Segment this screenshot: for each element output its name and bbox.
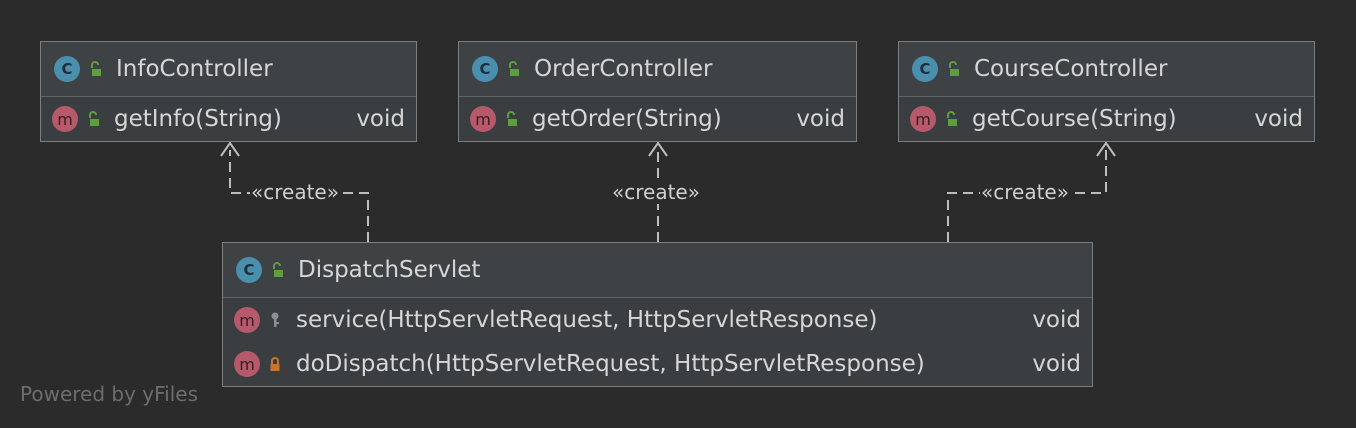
method-m-icon: m — [234, 307, 260, 333]
method-return-type: void — [796, 106, 845, 132]
method-name: getInfo(String) — [114, 106, 282, 132]
method-return-type: void — [1032, 351, 1081, 377]
edge-label-course: «create» — [980, 180, 1070, 204]
method-name: getOrder(String) — [532, 106, 722, 132]
method-m-icon: m — [52, 106, 78, 132]
open-lock-icon — [88, 61, 102, 77]
class-box-infocontroller[interactable]: C InfoController m getInfo(String) void — [40, 41, 417, 142]
open-lock-icon — [504, 111, 518, 127]
class-c-icon: C — [236, 257, 262, 283]
method-name: doDispatch(HttpServletRequest, HttpServl… — [296, 351, 925, 377]
method-row[interactable]: m getOrder(String) void — [459, 97, 856, 141]
method-name: service(HttpServletRequest, HttpServletR… — [296, 307, 878, 333]
edge-label-info: «create» — [250, 180, 340, 204]
class-box-dispatchservlet[interactable]: C DispatchServlet m service(HttpServletR… — [222, 242, 1093, 387]
method-row[interactable]: m getInfo(String) void — [41, 97, 416, 141]
method-m-icon: m — [470, 106, 496, 132]
class-c-icon: C — [472, 56, 498, 82]
open-lock-icon — [944, 111, 958, 127]
edge-label-order: «create» — [611, 180, 701, 204]
method-m-icon: m — [234, 351, 260, 377]
arrowhead-course — [1096, 141, 1116, 157]
class-box-ordercontroller[interactable]: C OrderController m getOrder(String) voi… — [458, 41, 857, 142]
class-header: C DispatchServlet — [223, 243, 1092, 298]
method-return-type: void — [1254, 106, 1303, 132]
method-m-icon: m — [910, 106, 936, 132]
open-lock-icon — [946, 61, 960, 77]
key-icon — [268, 312, 282, 328]
arrowhead-order — [648, 141, 668, 157]
class-header: C InfoController — [41, 42, 416, 97]
open-lock-icon — [506, 61, 520, 77]
class-name: CourseController — [974, 56, 1168, 82]
class-c-icon: C — [912, 56, 938, 82]
class-c-icon: C — [54, 56, 80, 82]
arrowhead-info — [220, 141, 240, 157]
method-name: getCourse(String) — [972, 106, 1177, 132]
open-lock-icon — [86, 111, 100, 127]
class-name: OrderController — [534, 56, 713, 82]
class-name: InfoController — [116, 56, 273, 82]
class-box-coursecontroller[interactable]: C CourseController m getCourse(String) v… — [898, 41, 1315, 142]
method-return-type: void — [356, 106, 405, 132]
method-row[interactable]: m service(HttpServletRequest, HttpServle… — [223, 298, 1092, 342]
class-header: C CourseController — [899, 42, 1314, 97]
method-row[interactable]: m doDispatch(HttpServletRequest, HttpSer… — [223, 342, 1092, 386]
class-name: DispatchServlet — [298, 257, 481, 283]
powered-by-footer: Powered by yFiles — [20, 382, 198, 406]
method-return-type: void — [1032, 307, 1081, 333]
closed-lock-icon — [268, 356, 282, 372]
open-lock-icon — [270, 262, 284, 278]
method-row[interactable]: m getCourse(String) void — [899, 97, 1314, 141]
class-header: C OrderController — [459, 42, 856, 97]
